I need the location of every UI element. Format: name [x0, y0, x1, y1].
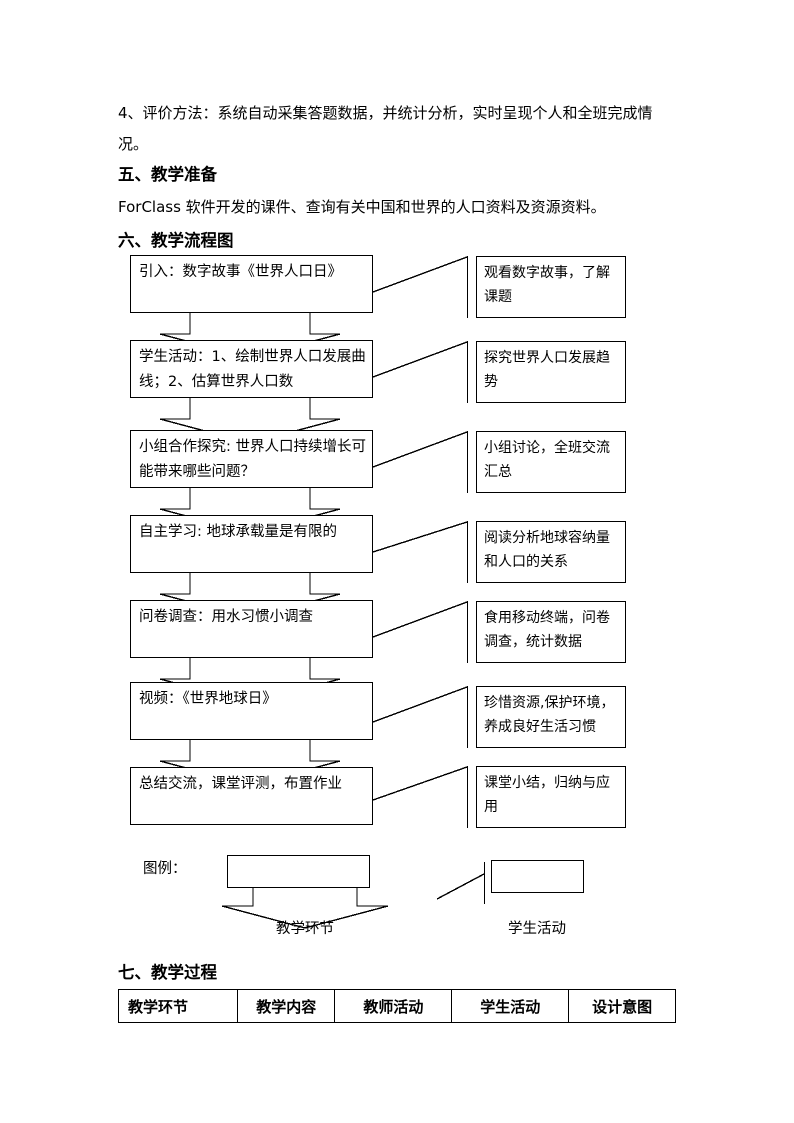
- flow-step-label-5: 问卷调查：用水习惯小调查: [139, 609, 313, 625]
- flow-activity-label-6: 珍惜资源,保护环境，养成良好生活习惯: [484, 695, 615, 735]
- connector-bar-1: [467, 256, 468, 318]
- connector-bar-3: [467, 431, 468, 493]
- flow-activity-label-7: 课堂小结，归纳与应用: [484, 775, 610, 815]
- flow-activity-box-7: 课堂小结，归纳与应用: [476, 766, 626, 828]
- flow-activity-label-2: 探究世界人口发展趋势: [484, 350, 610, 390]
- flow-step-label-2: 学生活动：1、绘制世界人口发展曲线；2、估算世界人口数: [139, 349, 366, 390]
- table-header-cell-3: 教师活动: [334, 989, 453, 1023]
- flow-step-box-3: 小组合作探究: 世界人口持续增长可能带来哪些问题？: [130, 430, 373, 488]
- flowchart-connectors: [159, 256, 485, 929]
- connector-bar-4: [467, 521, 468, 583]
- legend-teaching-stage-box: [227, 855, 370, 888]
- legend-student-activity-box: [491, 860, 584, 893]
- table-header-cell-1: 教学环节: [117, 989, 239, 1023]
- connector-bar-6: [467, 686, 468, 748]
- connector-bar-5: [467, 601, 468, 663]
- flow-activity-label-3: 小组讨论，全班交流汇总: [484, 440, 610, 480]
- teaching-flowchart: 引入：数字故事《世界人口日》 学生活动：1、绘制世界人口发展曲线；2、估算世界人…: [130, 255, 626, 937]
- table-header-row: 教学环节 教学内容 教师活动 学生活动 设计意图: [117, 989, 676, 1023]
- legend-title: 图例：: [143, 861, 187, 877]
- flow-activity-box-5: 食用移动终端，问卷调查，统计数据: [476, 601, 626, 663]
- legend-connector-bar: [484, 862, 485, 904]
- table-header-cell-5: 设计意图: [568, 989, 676, 1023]
- flow-activity-box-4: 阅读分析地球容纳量和人口的关系: [476, 521, 626, 583]
- flow-activity-box-1: 观看数字故事，了解课题: [476, 256, 626, 318]
- flow-step-label-4: 自主学习: 地球承载量是有限的: [139, 524, 337, 540]
- flow-activity-box-2: 探究世界人口发展趋势: [476, 341, 626, 403]
- flow-activity-label-5: 食用移动终端，问卷调查，统计数据: [484, 610, 610, 650]
- flow-step-box-7: 总结交流，课堂评测，布置作业: [130, 767, 373, 825]
- flow-step-label-7: 总结交流，课堂评测，布置作业: [139, 776, 342, 792]
- heading-teaching-preparation: 五、教学准备: [118, 165, 217, 184]
- table-header-cell-2: 教学内容: [237, 989, 336, 1023]
- flow-step-box-5: 问卷调查：用水习惯小调查: [130, 600, 373, 658]
- paragraph-forclass-courseware: ForClass 软件开发的课件、查询有关中国和世界的人口资料及资源资料。: [118, 198, 606, 216]
- flow-step-box-4: 自主学习: 地球承载量是有限的: [130, 515, 373, 573]
- flow-activity-label-1: 观看数字故事，了解课题: [484, 265, 610, 305]
- heading-teaching-process: 七、教学过程: [118, 963, 217, 982]
- connector-bar-7: [467, 766, 468, 828]
- flow-activity-label-4: 阅读分析地球容纳量和人口的关系: [484, 530, 610, 570]
- legend-teaching-stage-label: 教学环节: [276, 921, 334, 937]
- flow-step-box-2: 学生活动：1、绘制世界人口发展曲线；2、估算世界人口数: [130, 340, 373, 398]
- teaching-process-table: 教学环节 教学内容 教师活动 学生活动 设计意图: [117, 989, 676, 1023]
- connector-bar-2: [467, 341, 468, 403]
- flow-step-box-1: 引入：数字故事《世界人口日》: [130, 255, 373, 313]
- legend-student-activity-label: 学生活动: [508, 921, 566, 937]
- flow-step-label-1: 引入：数字故事《世界人口日》: [139, 264, 342, 280]
- table-header-cell-4: 学生活动: [451, 989, 570, 1023]
- heading-teaching-flowchart: 六、教学流程图: [118, 231, 234, 250]
- flow-activity-box-6: 珍惜资源,保护环境，养成良好生活习惯: [476, 686, 626, 748]
- flow-step-box-6: 视频：《世界地球日》: [130, 682, 373, 740]
- flow-step-label-3: 小组合作探究: 世界人口持续增长可能带来哪些问题？: [139, 439, 366, 480]
- flow-step-label-6: 视频：《世界地球日》: [139, 691, 277, 707]
- paragraph-evaluation-method: 4、评价方法：系统自动采集答题数据，并统计分析，实时呈现个人和全班完成情况。: [118, 104, 653, 153]
- flow-activity-box-3: 小组讨论，全班交流汇总: [476, 431, 626, 493]
